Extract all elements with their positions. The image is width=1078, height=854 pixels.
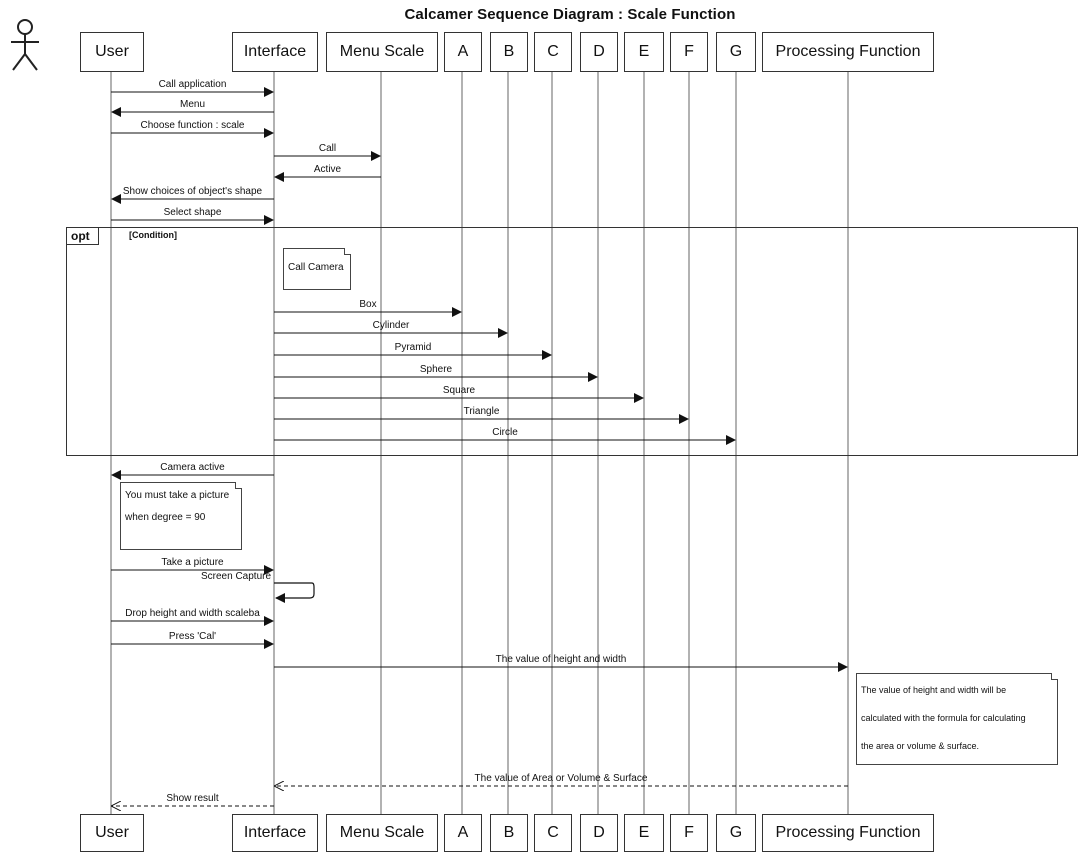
- participant-c-bottom: C: [534, 814, 572, 852]
- participant-g-top: G: [716, 32, 756, 72]
- message-label: Pyramid: [395, 342, 432, 353]
- participant-user-bottom: User: [80, 814, 144, 852]
- participant-a-bottom: A: [444, 814, 482, 852]
- participant-f-bottom: F: [670, 814, 708, 852]
- message-label: Box: [359, 299, 376, 310]
- participant-g-bottom: G: [716, 814, 756, 852]
- participant-a-top: A: [444, 32, 482, 72]
- participant-c-top: C: [534, 32, 572, 72]
- message-label: Call: [319, 143, 336, 154]
- message-label: Screen Capture: [201, 571, 271, 582]
- message-label: Triangle: [464, 406, 500, 417]
- message-label: Circle: [492, 427, 518, 438]
- participant-b-bottom: B: [490, 814, 528, 852]
- opt-fragment: opt [Condition]: [66, 227, 1078, 456]
- message-label: Take a picture: [161, 557, 223, 568]
- note-degree-line-2: when degree = 90: [125, 507, 237, 529]
- participant-b-top: B: [490, 32, 528, 72]
- note-degree: You must take a picture when degree = 90: [120, 482, 242, 550]
- message-label: The value of height and width: [496, 654, 627, 665]
- participant-user-top: User: [80, 32, 144, 72]
- message-label: Drop height and width scaleba: [125, 608, 260, 619]
- fragment-operator: opt: [67, 228, 99, 245]
- message-label: Square: [443, 385, 475, 396]
- participant-e-bottom: E: [624, 814, 664, 852]
- message-label: Show choices of object's shape: [123, 186, 262, 197]
- message-label: Active: [314, 164, 341, 175]
- note-call-camera: Call Camera: [283, 248, 351, 290]
- participant-processing-top: Processing Function: [762, 32, 934, 72]
- note-degree-line-1: You must take a picture: [125, 485, 237, 507]
- fragment-guard: [Condition]: [129, 230, 177, 240]
- message-label: Show result: [166, 793, 218, 804]
- message-label: Menu: [180, 99, 205, 110]
- participant-menu-scale-bottom: Menu Scale: [326, 814, 438, 852]
- message-label: Camera active: [160, 462, 224, 473]
- participant-menu-scale-top: Menu Scale: [326, 32, 438, 72]
- note-calc-line-3: the area or volume & surface.: [861, 732, 1053, 760]
- participant-interface-top: Interface: [232, 32, 318, 72]
- message-label: Press 'Cal': [169, 631, 216, 642]
- note-calculation: The value of height and width will be ca…: [856, 673, 1058, 765]
- note-calc-line-1: The value of height and width will be: [861, 676, 1053, 704]
- note-calc-line-2: calculated with the formula for calculat…: [861, 704, 1053, 732]
- message-arrow-self: [274, 583, 314, 598]
- message-label: Call application: [159, 79, 227, 90]
- message-label: The value of Area or Volume & Surface: [475, 773, 648, 784]
- message-label: Choose function : scale: [141, 120, 245, 131]
- message-label: Sphere: [420, 364, 452, 375]
- participant-f-top: F: [670, 32, 708, 72]
- participant-d-bottom: D: [580, 814, 618, 852]
- participant-interface-bottom: Interface: [232, 814, 318, 852]
- participant-e-top: E: [624, 32, 664, 72]
- participant-processing-bottom: Processing Function: [762, 814, 934, 852]
- participant-d-top: D: [580, 32, 618, 72]
- message-label: Cylinder: [373, 320, 410, 331]
- message-label: Select shape: [164, 207, 222, 218]
